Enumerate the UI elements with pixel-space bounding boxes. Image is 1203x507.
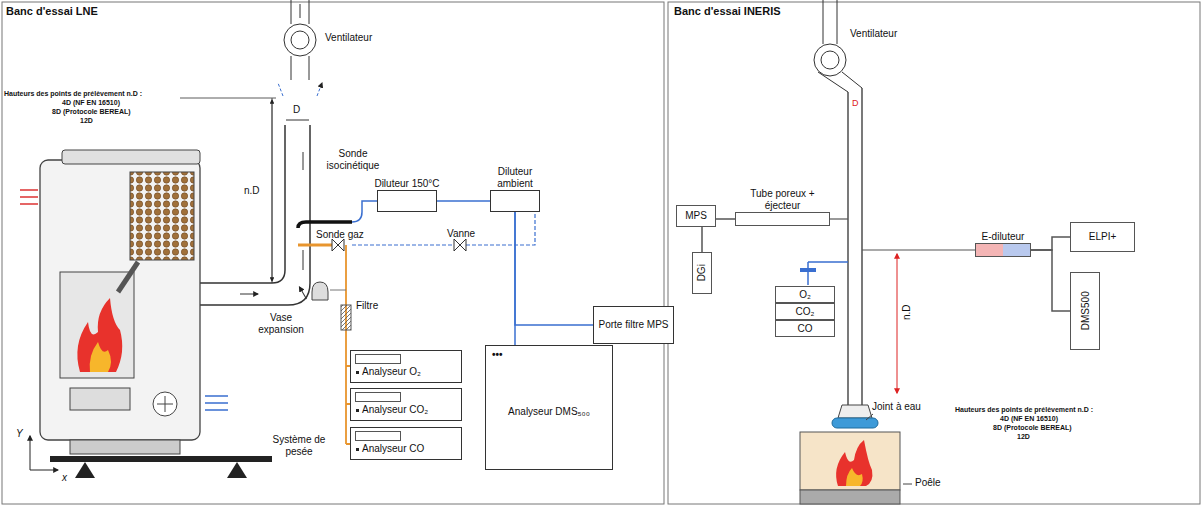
text-label: 4D (NF EN 16510) <box>1000 415 1058 423</box>
instrument-box: ELPI+ <box>1070 222 1135 252</box>
text-label: 8D (Protocole BEREAL) <box>993 424 1072 432</box>
text-label: Banc d'essai INERIS <box>674 5 781 18</box>
instrument-box: DMS500 <box>1070 272 1100 350</box>
text-label: 12D <box>80 117 93 125</box>
text-label: n.D <box>244 185 260 197</box>
box-label: ••• <box>492 349 503 361</box>
sample-line <box>1031 237 1070 250</box>
instrument-box: DGi <box>692 252 712 294</box>
instrument-box: Analyseur CO₂ <box>350 388 462 421</box>
box-label: Analyseur CO₂ <box>362 404 428 416</box>
text-label: Ventilateur <box>325 32 372 44</box>
bullet-mark <box>356 448 359 451</box>
text-label: Filtre <box>356 300 378 312</box>
instrument-box: Porte filtre MPS <box>593 306 674 344</box>
sample-line <box>437 200 490 202</box>
text-label: 4D (NF EN 16510) <box>62 99 120 107</box>
bullet-mark <box>356 371 359 374</box>
box-heading: Diluteur ambient <box>480 166 550 189</box>
instrument-box: CO₂ <box>775 303 835 320</box>
text-label: Système de pesée <box>268 434 330 457</box>
display-panel <box>355 354 401 364</box>
display-panel <box>355 392 401 402</box>
box-label: CO <box>798 323 813 335</box>
device-box: E-diluteur <box>975 243 1031 257</box>
sample-line <box>701 227 703 252</box>
device-box: Tube poreux + éjecteur <box>735 212 830 226</box>
text-label: Vanne <box>447 228 475 240</box>
box-label: DGi <box>696 264 708 281</box>
instrument-box: MPS <box>676 205 716 227</box>
display-panel <box>355 431 401 441</box>
box-label: Analyseur DMS₅₀₀ <box>486 406 612 418</box>
text-label: Poêle <box>915 477 941 489</box>
text-label: 8D (Protocole BEREAL) <box>52 108 131 116</box>
bullet-mark <box>356 409 359 412</box>
text-label: Hauteurs des points de prélèvement n.D : <box>955 406 1093 414</box>
box-label: CO₂ <box>796 306 815 318</box>
text-label: Ventilateur <box>850 28 897 40</box>
text-label: Hauteurs des points de prélèvement n.D : <box>4 90 142 98</box>
text-label: Vase expansion <box>252 312 310 335</box>
instrument-box: O₂ <box>775 286 835 303</box>
box-label: Porte filtre MPS <box>598 319 668 331</box>
instrument-box: ••• Analyseur DMS₅₀₀ <box>485 345 613 470</box>
box-label: DMS500 <box>1079 292 1091 331</box>
text-label: x <box>62 472 67 484</box>
text-label: D <box>852 98 859 108</box>
device-box: Diluteur ambient <box>490 190 540 212</box>
sample-line <box>716 218 735 220</box>
text-label: Banc d'essai LNE <box>6 5 98 18</box>
box-label: ELPI+ <box>1089 231 1117 243</box>
text-label: 12D <box>1017 433 1030 441</box>
sample-line <box>514 212 516 345</box>
text-label: Y <box>16 428 23 440</box>
box-label: Analyseur O₂ <box>362 366 421 378</box>
text-label: n.D <box>901 304 913 320</box>
sample-line <box>1031 250 1070 311</box>
text-label: Sonde isocinétique <box>318 148 388 171</box>
sample-line <box>515 212 593 325</box>
box-label: Analyseur CO <box>362 443 424 455</box>
instrument-box: Analyseur O₂ <box>350 350 462 383</box>
device-box: Diluteur 150°C <box>377 190 437 212</box>
text-label: Joint à eau <box>872 401 921 413</box>
text-label: D <box>293 104 300 116</box>
box-label: MPS <box>685 210 707 222</box>
box-heading: Diluteur 150°C <box>367 178 447 190</box>
text-label: Sonde gaz <box>316 229 364 241</box>
instrument-box: CO <box>775 320 835 337</box>
box-label: O₂ <box>799 289 811 301</box>
box-heading: E-diluteur <box>963 231 1043 243</box>
box-heading: Tube poreux + éjecteur <box>738 188 828 211</box>
instrument-box: Analyseur CO <box>350 427 462 460</box>
